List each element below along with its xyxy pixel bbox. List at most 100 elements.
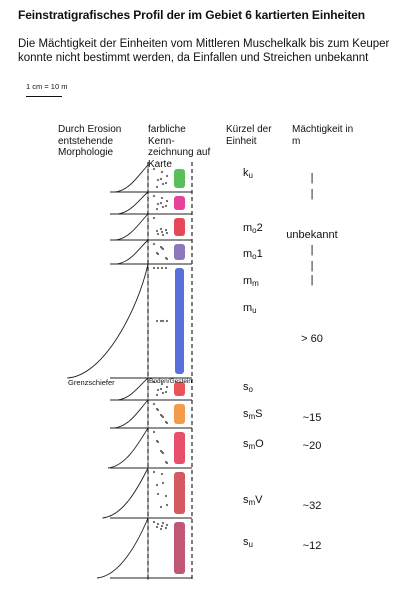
lithology-dot xyxy=(155,483,159,487)
header-abbreviation: Kürzel der Einheit xyxy=(226,124,272,147)
lithology-dot xyxy=(160,524,164,528)
lithology-dot xyxy=(156,232,160,236)
lithology-dot xyxy=(160,170,164,174)
lithology-dot xyxy=(152,470,156,474)
unit-label: mm xyxy=(243,275,259,288)
thickness-sms: ~15 xyxy=(302,412,322,424)
lithology-dot xyxy=(159,449,163,453)
lithology-dot xyxy=(165,503,169,507)
lithology-dot xyxy=(152,266,156,270)
lithology-dot xyxy=(159,177,163,181)
lithology-dot xyxy=(156,266,160,270)
lithology-dot xyxy=(164,181,168,185)
unit-label: ku xyxy=(243,167,253,180)
thickness-tick: | xyxy=(310,244,314,256)
lithology-dot xyxy=(152,194,156,198)
unit-label: mo1 xyxy=(243,248,263,261)
color-swatch xyxy=(174,382,185,396)
lithology-dot xyxy=(164,460,168,464)
lithology-dot xyxy=(159,201,163,205)
unit-label: so xyxy=(243,381,253,394)
lithology-dot xyxy=(161,233,165,237)
morphology-profile xyxy=(67,164,149,579)
lithology-dot xyxy=(155,525,159,529)
lithology-dot xyxy=(165,319,169,323)
thickness-smo: ~20 xyxy=(302,440,322,452)
thickness-tick: | xyxy=(310,260,314,272)
lithology-dot xyxy=(161,391,165,395)
lithology-dot xyxy=(159,245,163,249)
lithology-dot xyxy=(165,199,169,203)
lithology-dot xyxy=(161,521,165,525)
lithology-dot xyxy=(160,196,164,200)
lithology-dot xyxy=(160,382,164,386)
lithology-dot xyxy=(156,492,160,496)
lithology-dot xyxy=(159,319,163,323)
lithology-dot xyxy=(165,385,169,389)
lithology-dot xyxy=(152,167,156,171)
thickness-mu: > 60 xyxy=(301,333,323,345)
unit-label: smO xyxy=(243,438,264,451)
lithology-dot xyxy=(159,387,163,391)
lithology-dot xyxy=(161,319,165,323)
lithology-dot xyxy=(156,202,160,206)
lithology-dot xyxy=(164,266,168,270)
unit-label: mu xyxy=(243,302,257,315)
unit-label: mo2 xyxy=(243,222,263,235)
lithology-dot xyxy=(164,526,168,530)
boden-gestein-label: Boden/Gestein xyxy=(149,378,193,385)
lithology-dot xyxy=(156,388,160,392)
lithology-dot xyxy=(164,256,168,260)
color-swatch xyxy=(174,169,185,188)
lithology-dot xyxy=(155,207,159,211)
lithology-dot xyxy=(152,242,156,246)
lithology-dot xyxy=(159,413,163,417)
thickness-tick: | xyxy=(310,188,314,200)
color-swatch xyxy=(174,244,185,260)
lithology-dot xyxy=(164,420,168,424)
unit-label: smV xyxy=(243,494,263,507)
color-column xyxy=(152,167,185,574)
lithology-dot xyxy=(159,527,163,531)
lithology-dot xyxy=(164,204,168,208)
scale-label: 1 cm = 10 m xyxy=(26,82,68,91)
morphology-curve xyxy=(117,377,149,401)
header-thickness: Mächtigkeit in m xyxy=(292,124,354,147)
lithology-dot xyxy=(152,216,156,220)
thickness-smv: ~32 xyxy=(302,500,322,512)
lithology-dot xyxy=(155,251,159,255)
color-swatch xyxy=(175,268,184,374)
lithology-dot xyxy=(165,174,169,178)
morphology-curve xyxy=(114,399,149,429)
lithology-dot xyxy=(165,231,169,235)
thickness-su: ~12 xyxy=(302,540,322,552)
morphology-curve xyxy=(115,164,149,193)
thickness-tick: | xyxy=(310,274,314,286)
lithology-dot xyxy=(160,266,164,270)
color-swatch xyxy=(174,472,185,514)
thickness-tick: | xyxy=(310,172,314,184)
morphology-curve xyxy=(116,239,149,265)
page-title: Feinstratigrafisches Profil der im Gebie… xyxy=(18,8,366,22)
header-morphology: Durch Erosion entstehende Morphologie xyxy=(58,124,122,158)
grenzschiefer-label: Grenzschiefer xyxy=(68,378,115,387)
morphology-curve xyxy=(102,467,149,519)
lithology-dot xyxy=(161,182,165,186)
lithology-dot xyxy=(152,380,156,384)
unit-label: smS xyxy=(243,408,263,421)
lithology-dot xyxy=(164,494,168,498)
lithology-dot xyxy=(152,402,156,406)
header-color-marking: farbliche Kenn-zeichnung auf Karte xyxy=(148,124,211,170)
lithology-dot xyxy=(164,390,168,394)
lithology-dot xyxy=(155,407,159,411)
column-dashed-borders xyxy=(147,162,193,580)
morphology-curve xyxy=(117,191,149,215)
color-swatch xyxy=(174,432,185,464)
lithology-dot xyxy=(159,227,163,231)
morphology-curve xyxy=(115,213,149,241)
color-swatch xyxy=(174,522,185,574)
lithology-dot xyxy=(156,522,160,526)
lithology-dot xyxy=(165,523,169,527)
morphology-curve xyxy=(96,517,149,579)
